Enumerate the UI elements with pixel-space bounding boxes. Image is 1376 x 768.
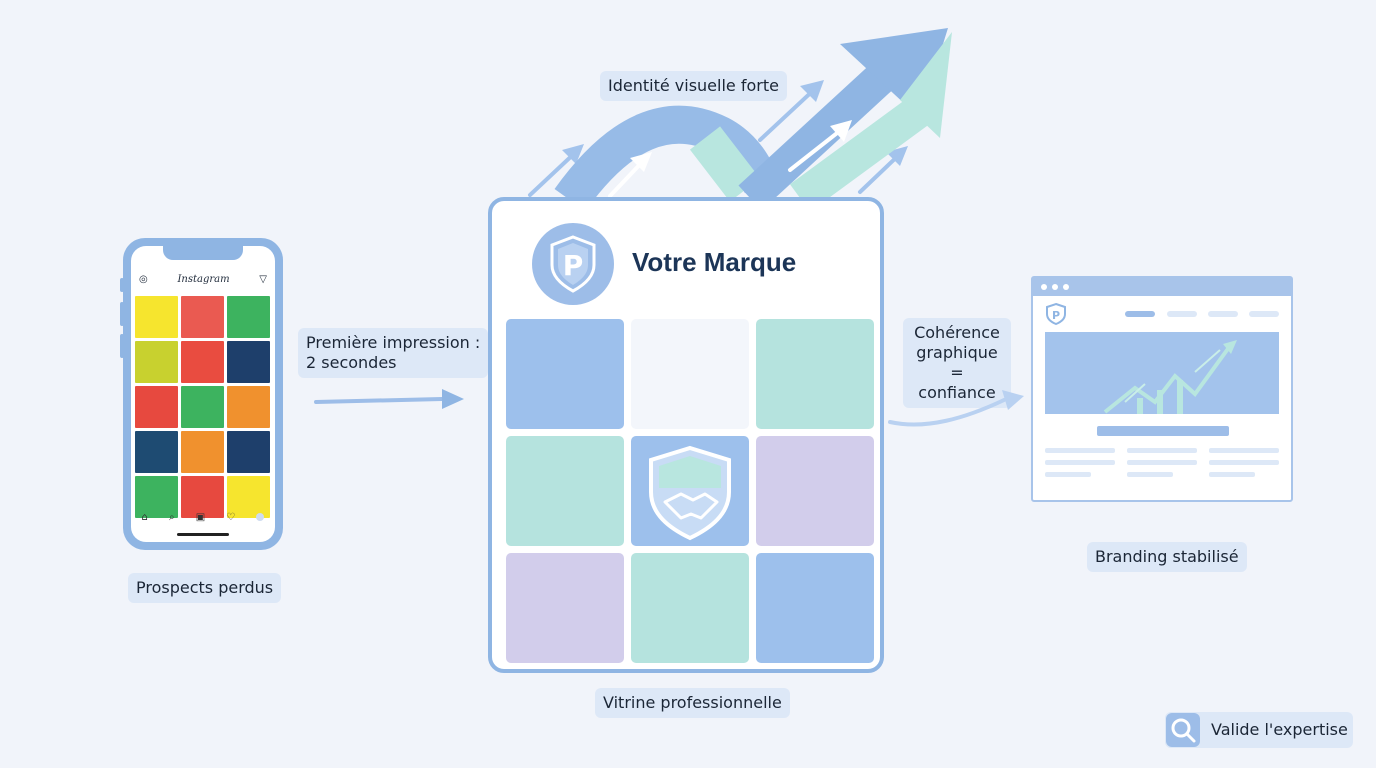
brand-logo: P [532,223,614,305]
brand-tile [506,436,624,546]
heart-icon: ♡ [226,511,236,523]
instagram-post-thumbnail [135,296,178,338]
brand-tile [506,319,624,429]
label-validates-expertise: Valide l'expertise [1211,720,1348,739]
label-first-impression: Première impression : 2 secondes [298,328,489,378]
instagram-phone-mockup: ◎ Instagram ▽ ⌂ ⌕ ▣ ♡ [120,238,283,550]
label-lost-prospects: Prospects perdus [128,573,282,603]
hero-banner [1045,332,1279,414]
arrow-right-icon [314,389,464,409]
home-icon: ⌂ [141,511,148,523]
instagram-post-thumbnail [227,431,270,473]
phone-screen: ◎ Instagram ▽ ⌂ ⌕ ▣ ♡ [131,246,275,542]
search-icon: ⌕ [169,511,175,523]
shield-handshake-icon [631,436,749,546]
send-icon: ▽ [259,273,267,285]
instagram-nav-bar: ⌂ ⌕ ▣ ♡ [131,508,275,526]
instagram-post-thumbnail [227,386,270,428]
growth-arrows [528,28,952,210]
website-mockup: P [1031,276,1293,502]
svg-text:P: P [1052,309,1060,322]
label-pro-showcase: Vitrine professionnelle [595,688,790,718]
svg-text:P: P [563,249,584,282]
brand-tile [506,553,624,663]
brand-name: Votre Marque [632,247,797,277]
curved-arrow-icon [888,390,1024,427]
shield-logo-icon: P [1046,302,1066,326]
brand-tile [756,319,874,429]
brand-tile [756,436,874,546]
instagram-post-thumbnail [181,386,224,428]
home-indicator [177,533,229,536]
avatar [256,513,265,521]
instagram-post-thumbnail [135,341,178,383]
instagram-post-thumbnail [227,341,270,383]
shield-logo-icon: P [550,235,596,293]
label-branding-stable: Branding stabilisé [1087,542,1247,572]
magnifier-icon [1166,713,1200,747]
label-strong-identity: Identité visuelle forte [600,71,787,101]
instagram-post-thumbnail [181,431,224,473]
label-graphic-coherence: Cohérence graphique = confiance [903,318,1011,408]
instagram-post-thumbnail [135,431,178,473]
instagram-post-thumbnail [227,476,270,518]
instagram-post-thumbnail [181,476,224,518]
camera-icon: ◎ [139,273,148,285]
brand-tile [756,553,874,663]
instagram-post-thumbnail [227,296,270,338]
cta-button-placeholder [1097,426,1229,436]
brand-tile-grid [506,319,874,663]
browser-bar [1033,278,1291,296]
instagram-post-thumbnail [135,476,178,518]
instagram-header: ◎ Instagram ▽ [131,268,275,290]
app-name: Instagram [177,273,230,285]
chart-up-icon [1103,340,1237,414]
expertise-badge: Valide l'expertise [1165,712,1353,748]
instagram-post-grid [135,296,271,518]
instagram-post-thumbnail [181,296,224,338]
brand-tile [631,319,749,429]
brand-showcase-card: P Votre Marque [488,197,884,673]
phone-notch [163,246,243,260]
instagram-post-thumbnail [181,341,224,383]
brand-tile [631,553,749,663]
instagram-post-thumbnail [135,386,178,428]
reels-icon: ▣ [195,511,206,523]
